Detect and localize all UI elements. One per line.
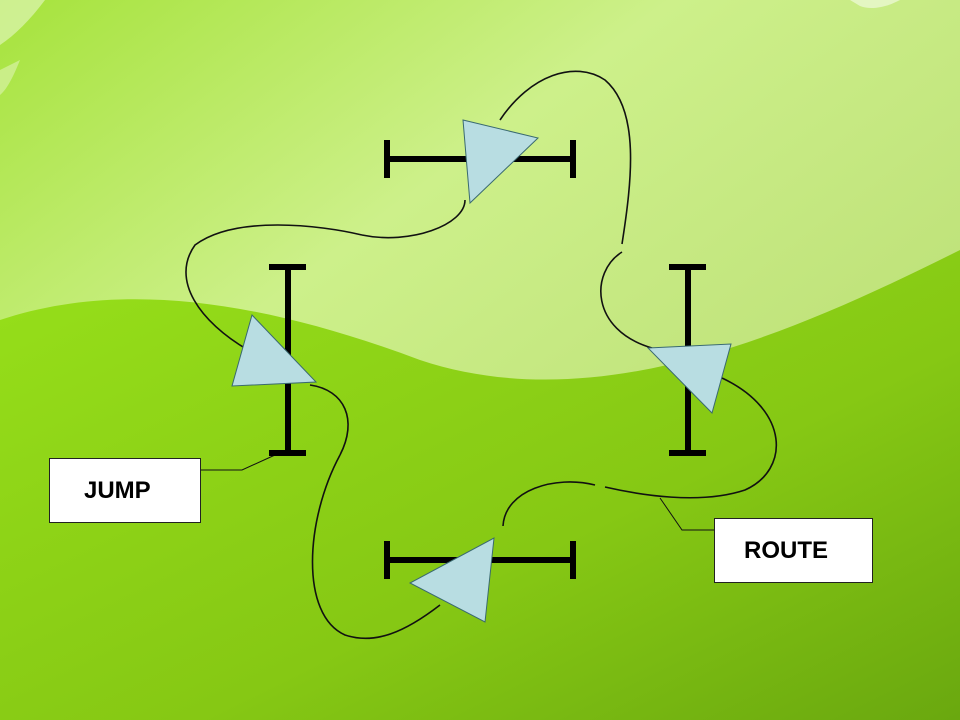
arrow-right — [646, 343, 732, 414]
jump-label: JUMP — [84, 476, 151, 504]
jump-label-box: JUMP — [49, 458, 201, 523]
arrow-top — [462, 119, 540, 205]
curve-bottom-left — [311, 454, 441, 640]
curve-left-lower — [309, 384, 349, 456]
background-corner-shape-2 — [0, 60, 20, 95]
jump-leader-line — [201, 454, 276, 471]
connector-curves — [185, 70, 778, 640]
route-leader-line — [659, 497, 714, 531]
background-corner-shape-3 — [850, 0, 900, 8]
arrow-bottom — [408, 537, 495, 623]
direction-arrows — [231, 119, 732, 623]
curve-bottom-right — [502, 481, 596, 527]
curve-top-right — [499, 70, 632, 245]
route-label: ROUTE — [744, 536, 828, 564]
curve-right-lower — [604, 377, 778, 499]
arrow-left — [231, 314, 318, 387]
background-corner-shape — [0, 0, 45, 45]
curve-right-upper — [600, 251, 653, 349]
curve-left-upper — [185, 224, 363, 351]
route-label-box: ROUTE — [714, 518, 873, 583]
curve-top-left — [361, 199, 466, 239]
